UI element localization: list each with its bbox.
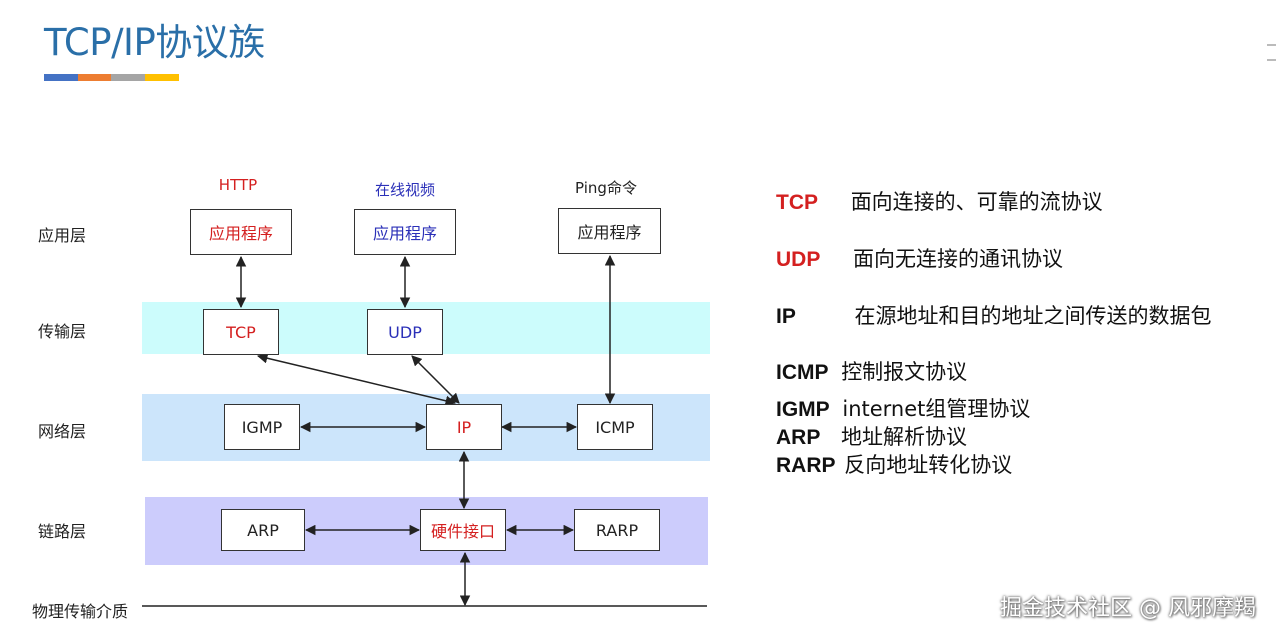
accent-yellow <box>145 74 179 81</box>
protocol-desc: 控制报文协议 <box>841 360 968 384</box>
udp-box: UDP <box>367 309 443 355</box>
corner-mark <box>1267 44 1276 46</box>
icmp-box: ICMP <box>577 404 653 450</box>
layer-physical: 物理传输介质 <box>32 602 129 621</box>
top-label-ping: Ping命令 <box>575 179 637 197</box>
watermark: 掘金技术社区 @ 风邪摩羯 <box>1000 596 1256 621</box>
protocol-rarp: RARP 反向地址转化协议 <box>776 449 1012 479</box>
corner-mark <box>1267 59 1276 61</box>
protocol-desc: 反向地址转化协议 <box>844 453 1013 477</box>
ip-box: IP <box>426 404 502 450</box>
top-label-http: HTTP <box>218 176 258 194</box>
protocol-desc: 面向无连接的通讯协议 <box>853 247 1064 271</box>
protocol-desc: internet组管理协议 <box>842 397 1031 421</box>
arp-box: ARP <box>221 509 305 551</box>
protocol-ip: IP 在源地址和目的地址之间传送的数据包 <box>776 300 1212 330</box>
app-box-http: 应用程序 <box>190 209 292 255</box>
protocol-name: ARP <box>776 426 821 449</box>
protocol-name: RARP <box>776 454 836 477</box>
tcp-box: TCP <box>203 309 279 355</box>
protocol-arp: ARP 地址解析协议 <box>776 421 967 451</box>
protocol-name: IP <box>776 305 796 328</box>
layer-application: 应用层 <box>38 226 87 245</box>
accent-blue <box>44 74 78 81</box>
protocol-name: ICMP <box>776 361 829 384</box>
arrow-udp-ip <box>411 355 460 404</box>
protocol-name: IGMP <box>776 398 830 421</box>
app-box-video: 应用程序 <box>354 209 456 255</box>
accent-gray <box>111 74 145 81</box>
rarp-box: RARP <box>574 509 660 551</box>
hardware-interface-box: 硬件接口 <box>420 509 506 551</box>
protocol-tcp: TCP 面向连接的、可靠的流协议 <box>776 186 1103 216</box>
protocol-udp: UDP 面向无连接的通讯协议 <box>776 243 1063 273</box>
accent-orange <box>78 74 111 81</box>
layer-network: 网络层 <box>38 422 87 441</box>
protocol-name: TCP <box>776 191 818 214</box>
protocol-desc: 地址解析协议 <box>841 425 968 449</box>
layer-transport: 传输层 <box>38 322 87 341</box>
app-box-ping: 应用程序 <box>558 208 661 254</box>
protocol-desc: 在源地址和目的地址之间传送的数据包 <box>854 304 1212 328</box>
protocol-igmp: IGMP internet组管理协议 <box>776 393 1030 423</box>
protocol-icmp: ICMP 控制报文协议 <box>776 356 967 386</box>
page-title: TCP/IP协议族 <box>44 21 265 64</box>
protocol-desc: 面向连接的、可靠的流协议 <box>850 190 1103 214</box>
top-label-video: 在线视频 <box>374 181 435 199</box>
protocol-name: UDP <box>776 248 821 271</box>
arrow-tcp-ip <box>256 353 457 406</box>
igmp-box: IGMP <box>224 404 300 450</box>
layer-link: 链路层 <box>38 522 87 541</box>
